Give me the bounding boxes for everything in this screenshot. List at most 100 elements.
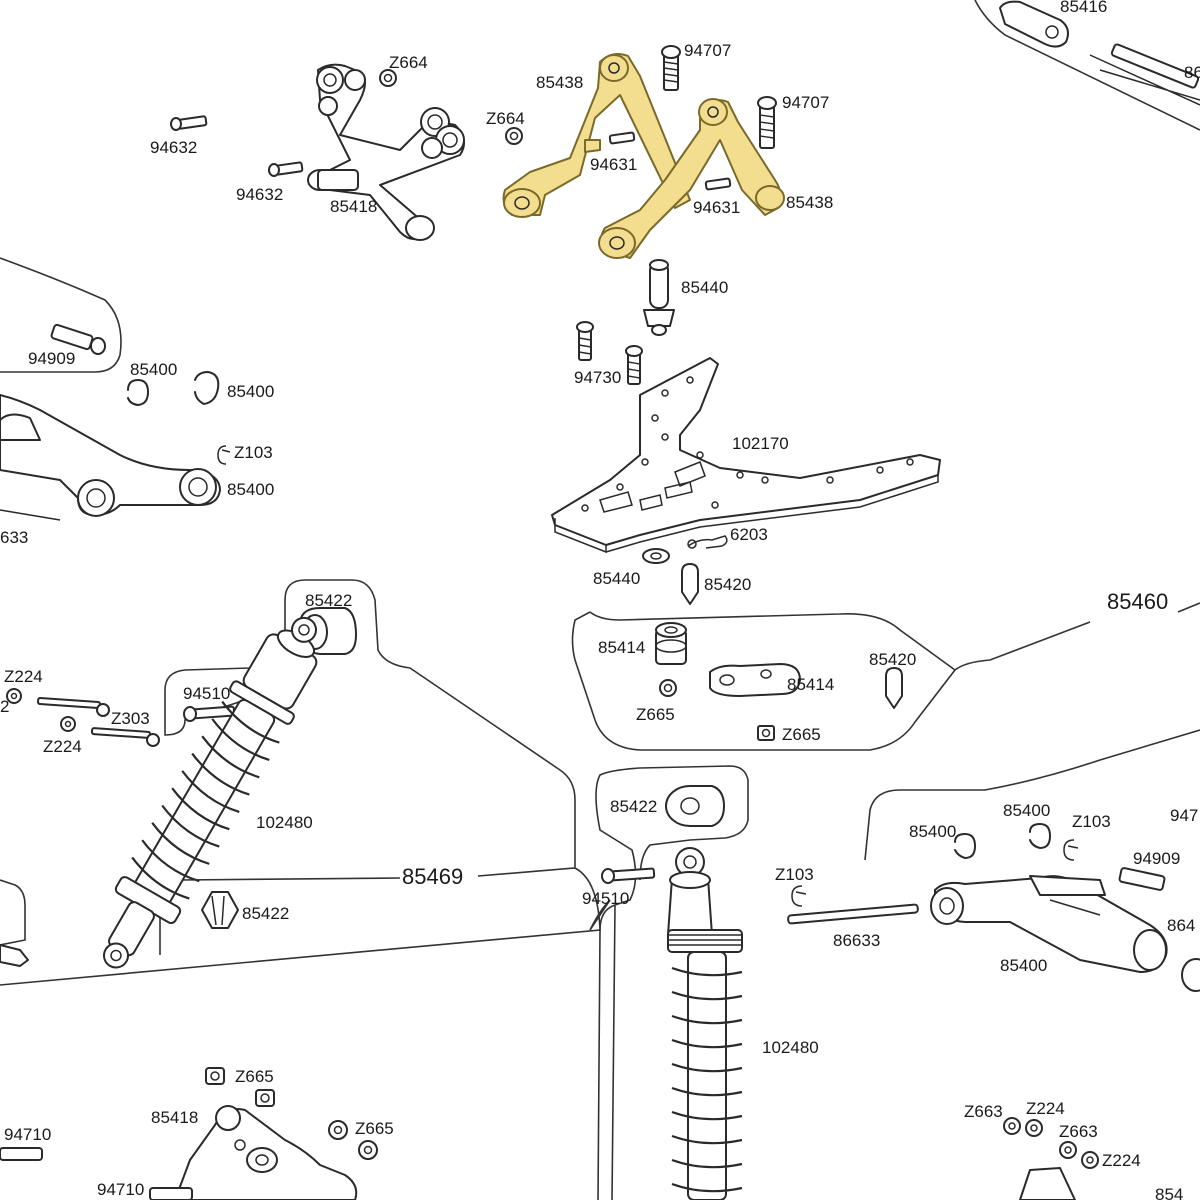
label-85416: 85416 xyxy=(1060,0,1107,16)
group-outline-top-left xyxy=(0,257,122,373)
screw-94632-a xyxy=(170,115,208,131)
label-z224: Z224 xyxy=(4,667,43,686)
screws-z224-z303 xyxy=(6,688,160,747)
label-94909: 94909 xyxy=(1133,849,1180,868)
label-94632: 94632 xyxy=(236,185,283,204)
label-85400: 85400 xyxy=(1000,956,1047,975)
label-85438: 85438 xyxy=(536,73,583,92)
clip-85400-a xyxy=(127,371,220,406)
label-94632: 94632 xyxy=(150,138,197,157)
label-85400: 85400 xyxy=(909,822,956,841)
label-85418: 85418 xyxy=(330,197,377,216)
e-clip-z103-a xyxy=(217,445,231,465)
nut-z665-b xyxy=(757,725,775,741)
screw-94909-left xyxy=(50,323,106,355)
label-85414: 85414 xyxy=(598,638,645,657)
group-outline-left-bracket xyxy=(0,879,26,946)
post-85440 xyxy=(643,259,675,336)
pin-86633 xyxy=(787,903,919,925)
lower-arm-right xyxy=(930,875,1168,973)
label-94510: 94510 xyxy=(183,684,230,703)
left-bracket-part xyxy=(0,944,29,967)
label-94707: 94707 xyxy=(684,41,731,60)
screw-94631-b xyxy=(704,177,732,191)
bellcrank-85418-top xyxy=(307,63,465,241)
label-94710: 94710 xyxy=(97,1180,144,1199)
label-6203: 6203 xyxy=(730,525,768,544)
label-85414: 85414 xyxy=(787,675,834,694)
right-edge-part xyxy=(1181,958,1200,992)
bellcrank-85418-bottom xyxy=(174,1105,358,1200)
label-z663: Z663 xyxy=(1059,1122,1098,1141)
bushing-85414-a xyxy=(655,622,687,665)
label-85400: 85400 xyxy=(130,360,177,379)
label-85418: 85418 xyxy=(151,1108,198,1127)
label-86: 86 xyxy=(1184,63,1200,82)
rod-85416 xyxy=(999,0,1200,106)
clips-85400-right xyxy=(954,823,1051,859)
label-94909: 94909 xyxy=(28,349,75,368)
group-outline-center xyxy=(595,765,749,931)
label-z224: Z224 xyxy=(1026,1099,1065,1118)
shock-102480-left xyxy=(103,616,318,969)
label-85440: 85440 xyxy=(681,278,728,297)
washer-85440 xyxy=(642,548,670,564)
label-z665: Z665 xyxy=(235,1067,274,1086)
label-854: 854 xyxy=(1155,1185,1183,1200)
label-z103: Z103 xyxy=(234,443,273,462)
label-85400: 85400 xyxy=(227,382,274,401)
nuts-washers-bottom-right xyxy=(1003,1117,1099,1200)
pin-6203 xyxy=(687,535,728,549)
shock-102480-right xyxy=(667,847,743,1200)
label-94710: 94710 xyxy=(4,1125,51,1144)
label-z663: Z663 xyxy=(964,1102,1003,1121)
label-947: 947 xyxy=(1170,806,1198,825)
label-85422: 85422 xyxy=(242,904,289,923)
ball-stud-85420-a xyxy=(681,563,699,605)
label-z665: Z665 xyxy=(355,1119,394,1138)
label-z665: Z665 xyxy=(782,725,821,744)
screw-94632-b xyxy=(268,161,304,177)
screw-94510-b xyxy=(601,867,656,884)
label-85422: 85422 xyxy=(305,591,352,610)
bushing-85422-b xyxy=(201,891,239,929)
label-z303: Z303 xyxy=(111,709,150,728)
group-outline-top-right xyxy=(974,0,1200,131)
label-94730: 94730 xyxy=(574,368,621,387)
label-85440: 85440 xyxy=(593,569,640,588)
label-z224: Z224 xyxy=(1102,1151,1141,1170)
label-85422: 85422 xyxy=(610,797,657,816)
label-z103: Z103 xyxy=(775,865,814,884)
arm-85438-b xyxy=(598,98,785,259)
nuts-z665-bottom xyxy=(205,1067,378,1160)
label-85400: 85400 xyxy=(1003,801,1050,820)
label-864: 864 xyxy=(1167,916,1195,935)
screw-94707-a xyxy=(661,45,681,91)
label-94707: 94707 xyxy=(782,93,829,112)
label-102480: 102480 xyxy=(256,813,313,832)
label-85460: 85460 xyxy=(1107,589,1168,614)
label-633: 633 xyxy=(0,528,28,547)
nut-z665-a xyxy=(659,679,677,697)
label-2: 2 xyxy=(0,697,9,716)
label-z664: Z664 xyxy=(389,53,428,72)
link-85414-b xyxy=(709,663,801,697)
label-85400: 85400 xyxy=(227,480,274,499)
label-85420: 85420 xyxy=(869,650,916,669)
screw-94909-right xyxy=(1118,867,1166,891)
label-94631: 94631 xyxy=(693,198,740,217)
label-z665: Z665 xyxy=(636,705,675,724)
group-outline-lower-right xyxy=(864,729,1200,861)
label-102170: 102170 xyxy=(732,434,789,453)
screw-94631-a xyxy=(608,131,636,145)
label-z664: Z664 xyxy=(486,109,525,128)
ball-stud-85420-b xyxy=(885,667,903,709)
screw-94707-b xyxy=(757,96,777,149)
label-102480: 102480 xyxy=(762,1038,819,1057)
screws-94730 xyxy=(576,321,643,385)
screws-94710 xyxy=(0,1147,193,1200)
label-85469: 85469 xyxy=(402,864,463,889)
